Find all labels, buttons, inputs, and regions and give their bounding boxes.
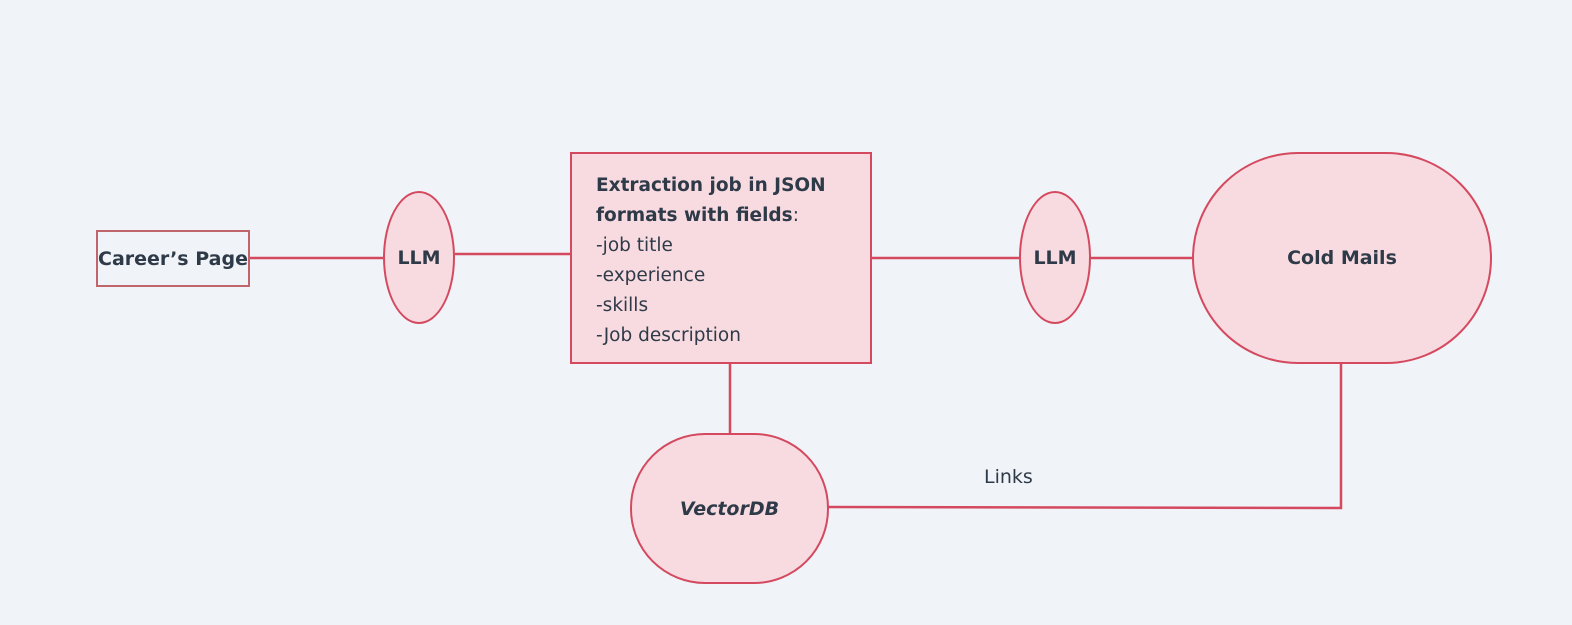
edge-vectordb-to-coldmails [827, 363, 1343, 510]
extraction-node: Extraction job in JSON formats with fiel… [570, 152, 872, 364]
extraction-heading-line1: Extraction job in JSON [596, 175, 826, 196]
links-edge-label: Links [984, 466, 1033, 488]
extraction-field-skills: -skills [596, 295, 649, 316]
extraction-field-job-description: -Job description [596, 325, 741, 346]
extraction-heading-line2: formats with fields [596, 205, 793, 226]
llm-second-label: LLM [1033, 246, 1077, 269]
cold-mails-node: Cold Mails [1192, 152, 1492, 364]
llm-first-label: LLM [397, 246, 441, 269]
careers-page-label: Career’s Page [98, 247, 248, 270]
extraction-heading-line2-wrap: formats with fields: [596, 201, 870, 231]
vectordb-label: VectorDB [679, 497, 780, 520]
llm-node-second: LLM [1019, 191, 1091, 324]
vectordb-node: VectorDB [630, 433, 829, 584]
extraction-field-job-title: -job title [596, 235, 673, 256]
extraction-field-experience: -experience [596, 265, 706, 286]
cold-mails-label: Cold Mails [1287, 247, 1397, 269]
extraction-heading-colon: : [792, 205, 799, 226]
llm-node-first: LLM [383, 191, 455, 324]
careers-page-node: Career’s Page [96, 230, 250, 287]
